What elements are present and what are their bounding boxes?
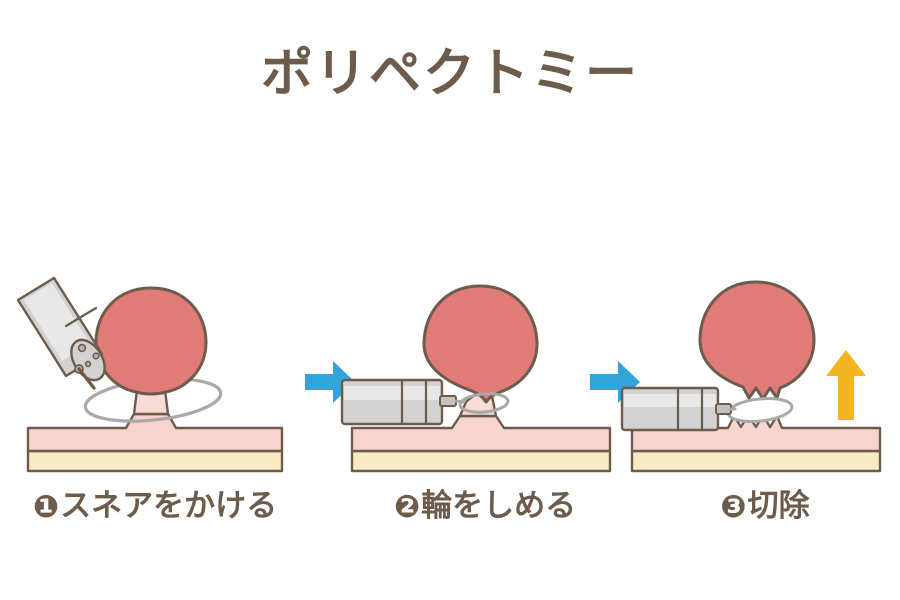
step-1-number: ❶ [32,489,60,525]
mucosa-layer [350,414,612,453]
endoscope-port-lens [77,343,87,353]
steps-row: ❶スネアをかける [0,270,900,560]
endoscope [620,386,737,432]
snare-loop-open-after-cut [726,397,794,423]
step-2-illustration [340,270,630,490]
endoscope-port-light [92,352,100,360]
mucosa-layer [26,412,284,453]
endoscope-ring [64,306,98,328]
step-2-label: 輪をしめる [421,488,577,524]
step-panel-2: ❷輪をしめる [340,270,630,560]
submucosa-layer [26,449,284,473]
endoscope [16,276,106,390]
endoscope-highlight [24,283,90,361]
page-title: ポリペクトミー [260,44,639,104]
polyp-head [94,286,208,396]
submucosa-layer [350,449,612,473]
step-3-illustration [620,270,900,490]
step-1-illustration [10,270,300,490]
step-panel-1: ❶スネアをかける [10,270,300,560]
endoscope-highlight [624,394,716,407]
step-3-number: ❸ [720,489,747,525]
endoscope-port-channel [439,395,457,407]
polyp-head [422,284,539,404]
endoscope [340,378,466,426]
snare-wire [454,399,466,404]
step-1-label: スネアをかける [60,488,278,524]
step-2-caption: ❷輪をしめる [340,488,630,525]
endoscope-port-water [84,360,92,368]
snare-wire [77,367,96,390]
step-3-caption: ❸切除 [620,488,900,525]
submucosa-layer [630,449,882,473]
endoscope-highlight [344,386,440,400]
lift-arrow-icon [826,350,866,420]
step-3-label: 切除 [747,488,810,524]
step-panel-3: ❸切除 [620,270,900,560]
step-2-number: ❷ [393,489,421,525]
resected-polyp [698,280,816,401]
snare-loop-tightened [458,392,510,414]
endoscope-port-channel [715,403,732,415]
step-1-caption: ❶スネアをかける [10,488,300,525]
